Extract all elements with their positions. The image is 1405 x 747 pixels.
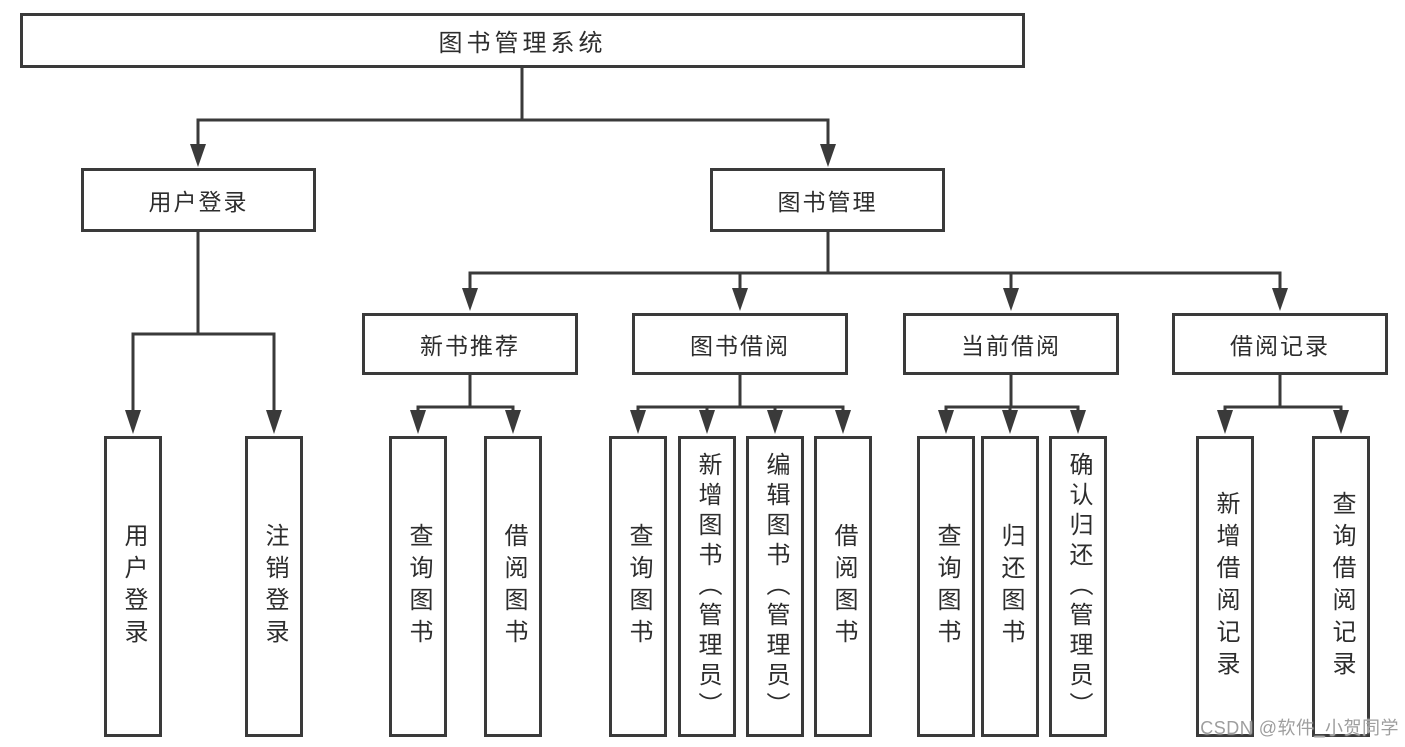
node-user-login: 用户登录 [81, 168, 316, 232]
book-borrow-label: 图书借阅 [690, 333, 790, 359]
leaf-current-query-books: 查询图书 [917, 436, 975, 737]
leaf-recommend-borrow-books-label: 借阅图书 [500, 522, 527, 651]
leaf-logout: 注销登录 [245, 436, 303, 737]
leaf-records-add-record: 新增借阅记录 [1196, 436, 1254, 737]
leaf-user-login-label: 用户登录 [120, 522, 147, 651]
leaf-current-query-books-label: 查询图书 [933, 522, 960, 651]
node-borrow-records: 借阅记录 [1172, 313, 1388, 375]
leaf-borrow-add-books-admin: 新增图书（管理员） [678, 436, 736, 737]
leaf-recommend-query-books: 查询图书 [389, 436, 447, 737]
leaf-logout-label: 注销登录 [261, 522, 288, 651]
node-current-borrow: 当前借阅 [903, 313, 1119, 375]
current-borrow-label: 当前借阅 [961, 333, 1061, 359]
leaf-user-login: 用户登录 [104, 436, 162, 737]
leaf-borrow-query-books: 查询图书 [609, 436, 667, 737]
node-root-library-system: 图书管理系统 [20, 13, 1025, 68]
leaf-records-add-record-label: 新增借阅记录 [1212, 490, 1239, 683]
leaf-recommend-query-books-label: 查询图书 [405, 522, 432, 651]
leaf-borrow-edit-books-admin: 编辑图书（管理员） [746, 436, 804, 737]
csdn-watermark: CSDN @软件_小贺同学 [1200, 718, 1399, 738]
leaf-borrow-add-books-admin-label: 新增图书（管理员） [694, 451, 721, 722]
leaf-borrow-edit-books-admin-label: 编辑图书（管理员） [762, 451, 789, 722]
leaf-records-query-record-label: 查询借阅记录 [1328, 490, 1355, 683]
leaf-current-return-books-label: 归还图书 [997, 522, 1024, 651]
node-book-borrow: 图书借阅 [632, 313, 848, 375]
leaf-current-confirm-return-admin-label: 确认归还（管理员） [1065, 451, 1092, 722]
new-book-recommend-label: 新书推荐 [420, 333, 520, 359]
leaf-borrow-query-books-label: 查询图书 [625, 522, 652, 651]
leaf-borrow-borrow-books-label: 借阅图书 [830, 522, 857, 651]
user-login-label: 用户登录 [148, 189, 249, 215]
leaf-borrow-borrow-books: 借阅图书 [814, 436, 872, 737]
leaf-current-confirm-return-admin: 确认归还（管理员） [1049, 436, 1107, 737]
leaf-recommend-borrow-books: 借阅图书 [484, 436, 542, 737]
leaf-current-return-books: 归还图书 [981, 436, 1039, 737]
borrow-records-label: 借阅记录 [1230, 333, 1330, 359]
root-label: 图书管理系统 [438, 30, 607, 57]
node-book-management: 图书管理 [710, 168, 945, 232]
node-new-book-recommend: 新书推荐 [362, 313, 578, 375]
leaf-records-query-record: 查询借阅记录 [1312, 436, 1370, 737]
book-management-label: 图书管理 [777, 189, 878, 215]
